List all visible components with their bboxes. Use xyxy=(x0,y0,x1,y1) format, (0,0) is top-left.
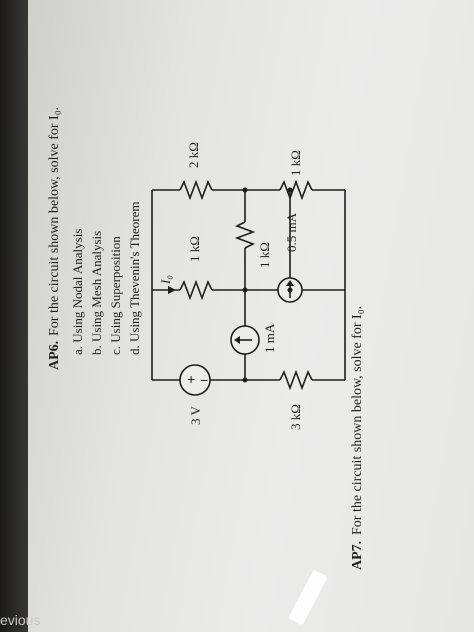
previous-link[interactable]: evious xyxy=(0,612,41,628)
current-arrow-io xyxy=(168,286,176,294)
resistor-2k-zigzag xyxy=(179,179,213,201)
plus-sign: + xyxy=(187,371,195,387)
label-1ma: 1 mA xyxy=(262,323,277,353)
resistor-1k-mid-zigzag xyxy=(179,279,213,301)
label-1k-right: 1 kΩ xyxy=(288,150,303,176)
resistor-1k-right-zigzag xyxy=(279,179,313,201)
next-problem-statement: For the circuit shown below, solve for I… xyxy=(350,305,365,535)
label-io: I₀ xyxy=(158,275,173,284)
label-3v: 3 V xyxy=(188,406,203,425)
minus-sign: − xyxy=(200,372,208,388)
document-page xyxy=(28,0,474,632)
voltage-source-3v xyxy=(179,364,211,396)
resistor-1k-vertical-zigzag xyxy=(234,221,256,249)
resistor-3k-zigzag xyxy=(279,369,313,391)
label-1k-mid: 1 kΩ xyxy=(187,236,202,262)
label-1k-vertical: 1 kΩ xyxy=(257,242,272,268)
label-2k: 2 kΩ xyxy=(186,142,201,168)
next-problem-label: AP7. xyxy=(350,540,365,570)
label-3k: 3 kΩ xyxy=(288,404,303,430)
label-05ma: 0.5 mA xyxy=(284,213,299,252)
page-edge-shadow xyxy=(0,0,30,632)
